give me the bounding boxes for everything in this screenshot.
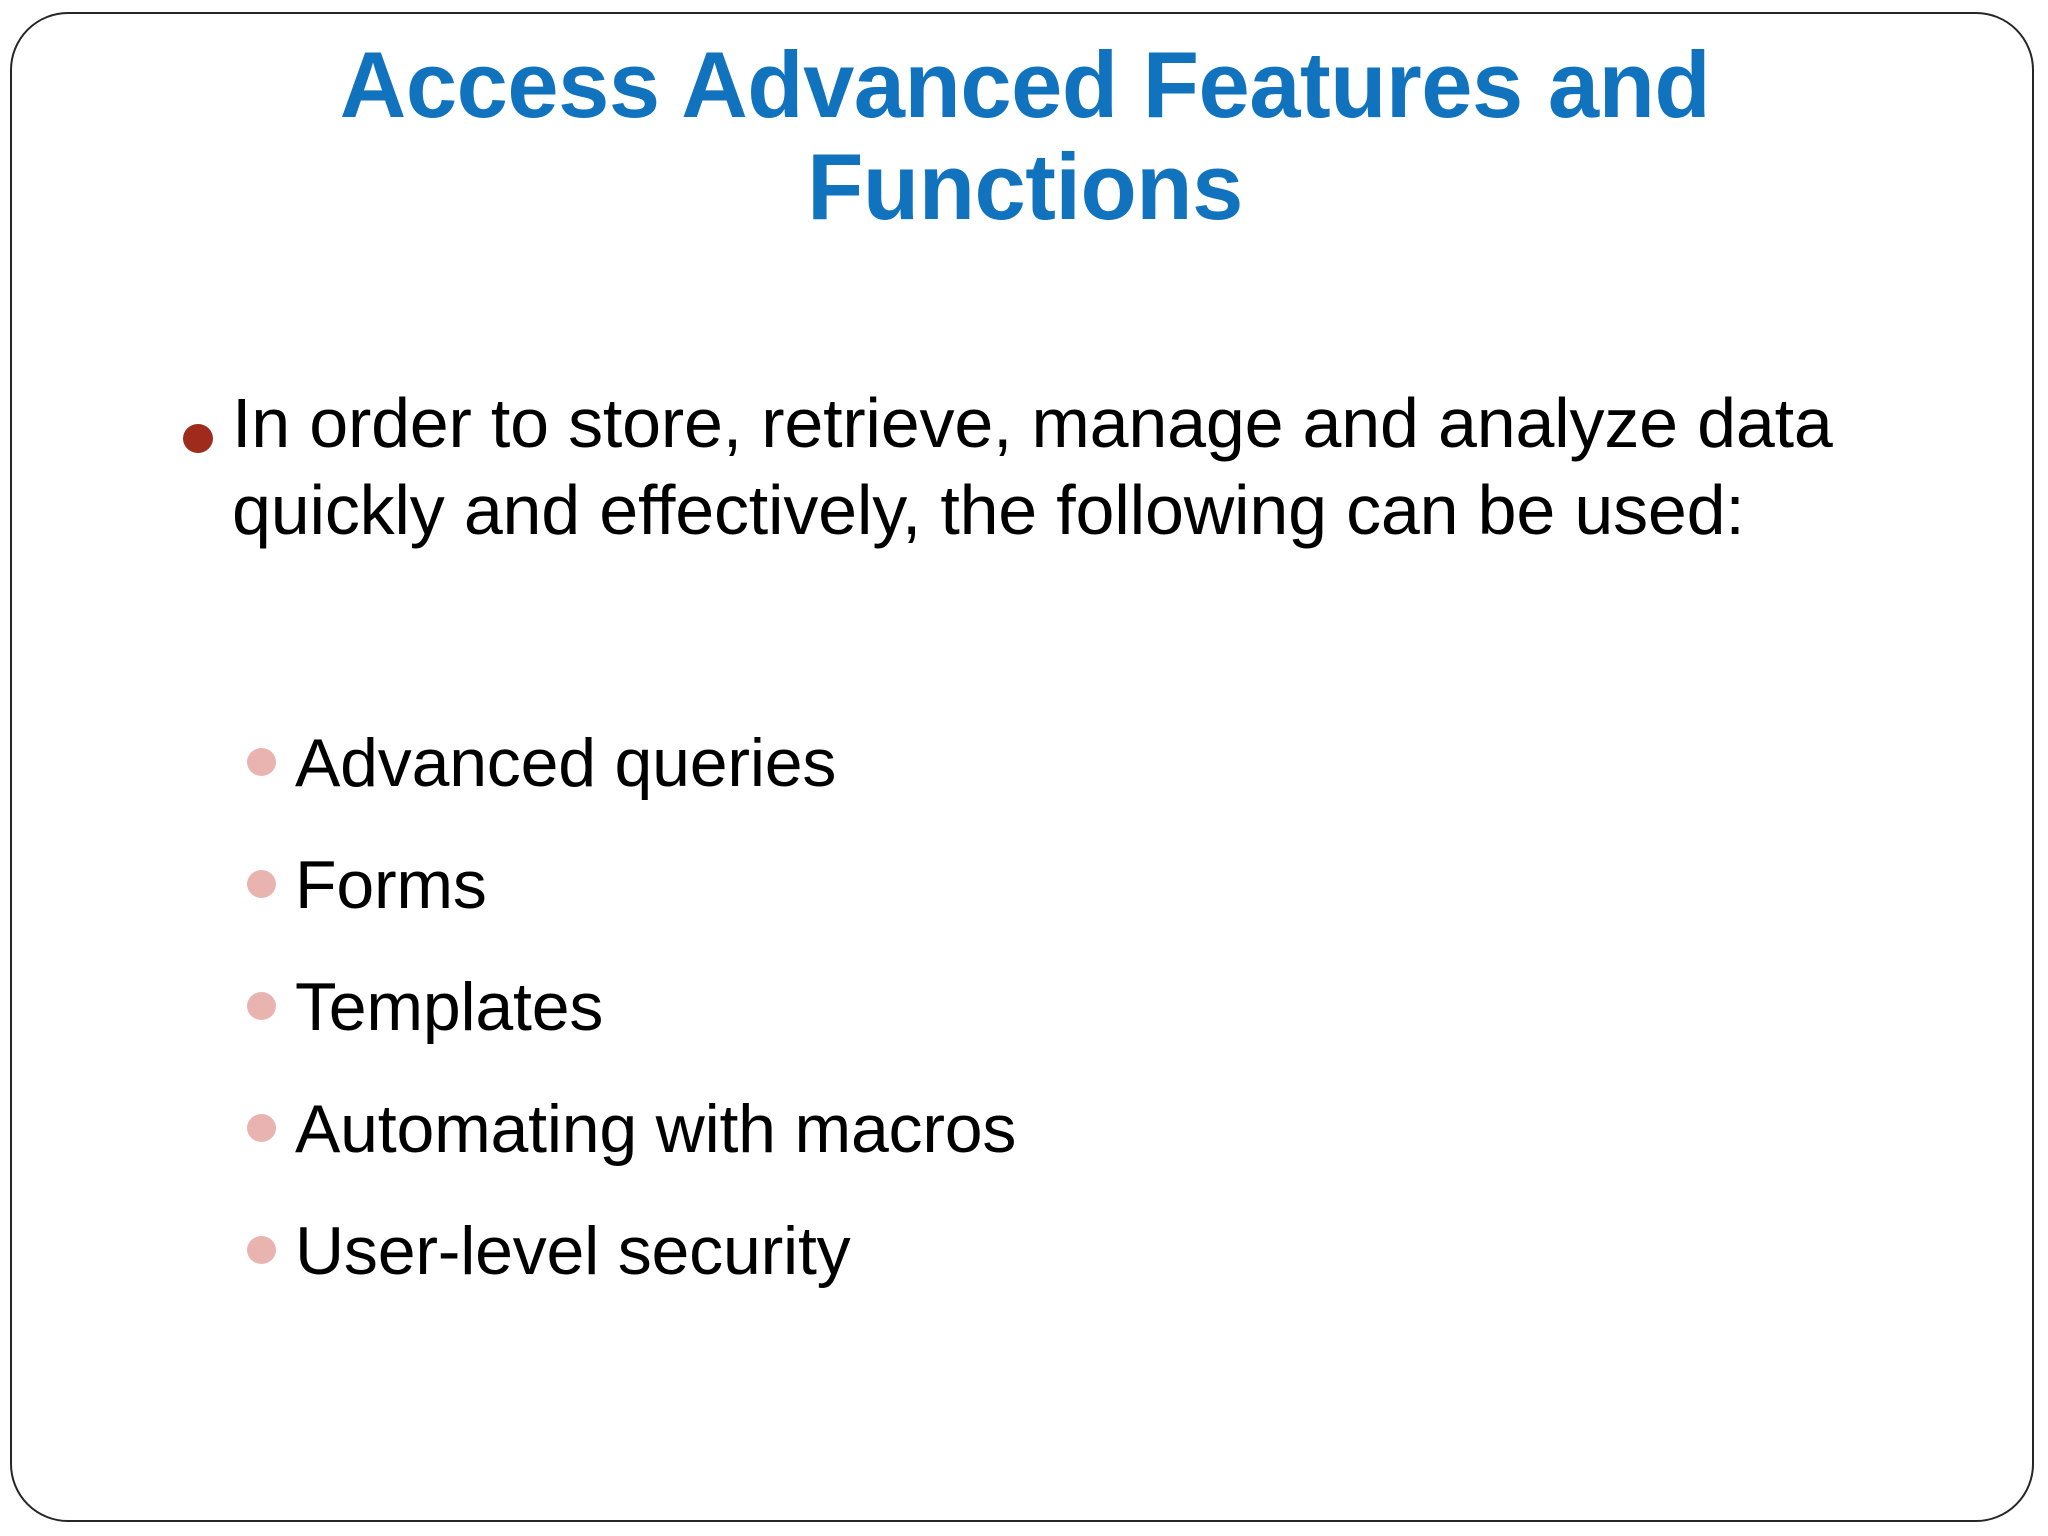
sub-bullet-text: Forms [295,846,487,923]
bullet-dot-icon [183,424,213,453]
slide-title: Access Advanced Features and Functions [110,34,1940,237]
sub-bullet-text: Automating with macros [295,1090,1017,1167]
slide-title-line-2: Functions [807,133,1243,239]
sub-bullet-dot-icon [247,1235,276,1264]
sub-bullet-text: Templates [295,968,604,1045]
list-item: Forms [150,824,1910,946]
list-item: Automating with macros [150,1068,1910,1190]
slide-body: In order to store, retrieve, manage and … [150,380,1910,1312]
main-bullet-item: In order to store, retrieve, manage and … [150,380,1910,554]
sub-bullet-dot-icon [247,869,276,898]
sub-bullet-text: User-level security [295,1212,851,1289]
sub-bullet-text: Advanced queries [295,724,837,801]
slide-title-line-1: Access Advanced Features and [339,32,1711,137]
list-item: User-level security [150,1190,1910,1312]
main-bullet-text: In order to store, retrieve, manage and … [232,384,1833,549]
list-item: Advanced queries [150,702,1910,824]
list-item: Templates [150,946,1910,1068]
sub-bullet-dot-icon [247,1113,276,1142]
sub-bullet-list: Advanced queries Forms Templates Automat… [150,702,1910,1312]
sub-bullet-dot-icon [247,747,276,776]
sub-bullet-dot-icon [247,991,276,1020]
